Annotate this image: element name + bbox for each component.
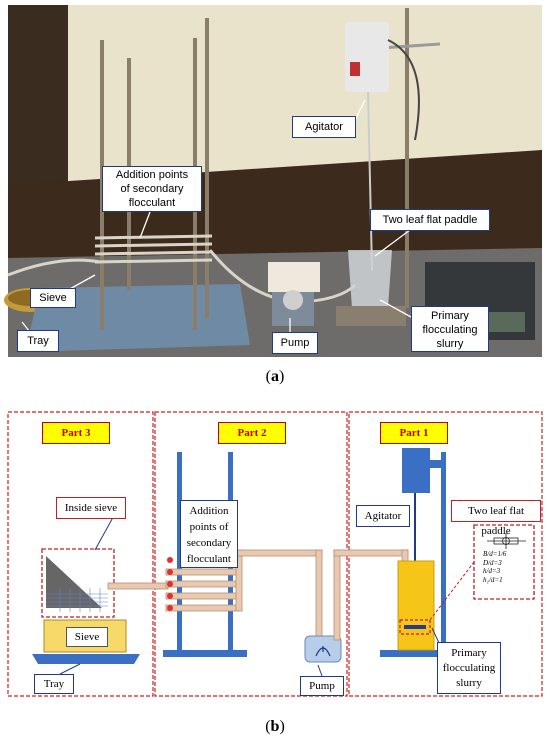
slurry-line-1: Primary (431, 310, 469, 322)
photo-scene (4, 5, 542, 357)
slurry-b-line-1: Primary (451, 647, 487, 659)
addition-line-3: flocculant (128, 197, 176, 209)
caption-a-close: ) (279, 368, 285, 385)
addition-line-1: Addition points (115, 169, 189, 181)
label-agitator-b: Agitator (356, 505, 410, 527)
caption-b-close: ) (279, 718, 285, 735)
addition-b-line-2: points of (189, 521, 229, 533)
caption-b: (b) (0, 718, 550, 736)
part1-title: Part 1 (380, 422, 448, 444)
addition-b-line-3: secondary (186, 537, 232, 549)
label-tray-b: Tray (34, 674, 74, 694)
slurry-b-line-2: flocculating (442, 662, 496, 674)
caption-b-open: ( (265, 718, 271, 735)
ratio-h1-d: h₁/d=1 (483, 575, 503, 584)
ratio-D-d: D/d=3 (483, 558, 502, 567)
label-tray-a: Tray (17, 330, 59, 352)
caption-a: (a) (0, 368, 550, 386)
part2-title: Part 2 (218, 422, 286, 444)
label-pump-a: Pump (272, 332, 318, 354)
slurry-b-line-3: slurry (456, 677, 482, 689)
label-slurry-a: Primary flocculating slurry (411, 306, 489, 352)
label-inside-sieve-b: Inside sieve (56, 497, 126, 519)
addition-line-2: of secondary (120, 183, 184, 195)
label-agitator-a: Agitator (292, 116, 356, 138)
caption-b-letter: b (270, 718, 280, 735)
caption-a-open: ( (265, 368, 271, 385)
label-addition-points-a: Addition points of secondary flocculant (102, 166, 202, 212)
addition-b-line-1: Addition (189, 505, 229, 517)
slurry-line-2: flocculating (422, 324, 478, 336)
paddle-ratios: B/d=1/6 D/d=3 h/d=3 h₁/d=1 (483, 550, 533, 584)
label-sieve-a: Sieve (30, 288, 76, 308)
slurry-line-3: slurry (436, 338, 464, 350)
label-paddle-b: Two leaf flat paddle (451, 500, 541, 537)
label-addition-points-b: Addition points of secondary flocculant (180, 500, 238, 568)
addition-b-line-4: flocculant (187, 553, 231, 565)
caption-a-letter: a (271, 368, 279, 385)
label-sieve-b: Sieve (66, 627, 108, 647)
ratio-b-d: B/d=1/6 (483, 550, 507, 558)
label-pump-b: Pump (300, 676, 344, 696)
label-slurry-b: Primary flocculating slurry (437, 642, 501, 694)
label-paddle-a: Two leaf flat paddle (370, 209, 490, 231)
part3-title: Part 3 (42, 422, 110, 444)
ratio-h-d: h/d=3 (483, 567, 501, 575)
